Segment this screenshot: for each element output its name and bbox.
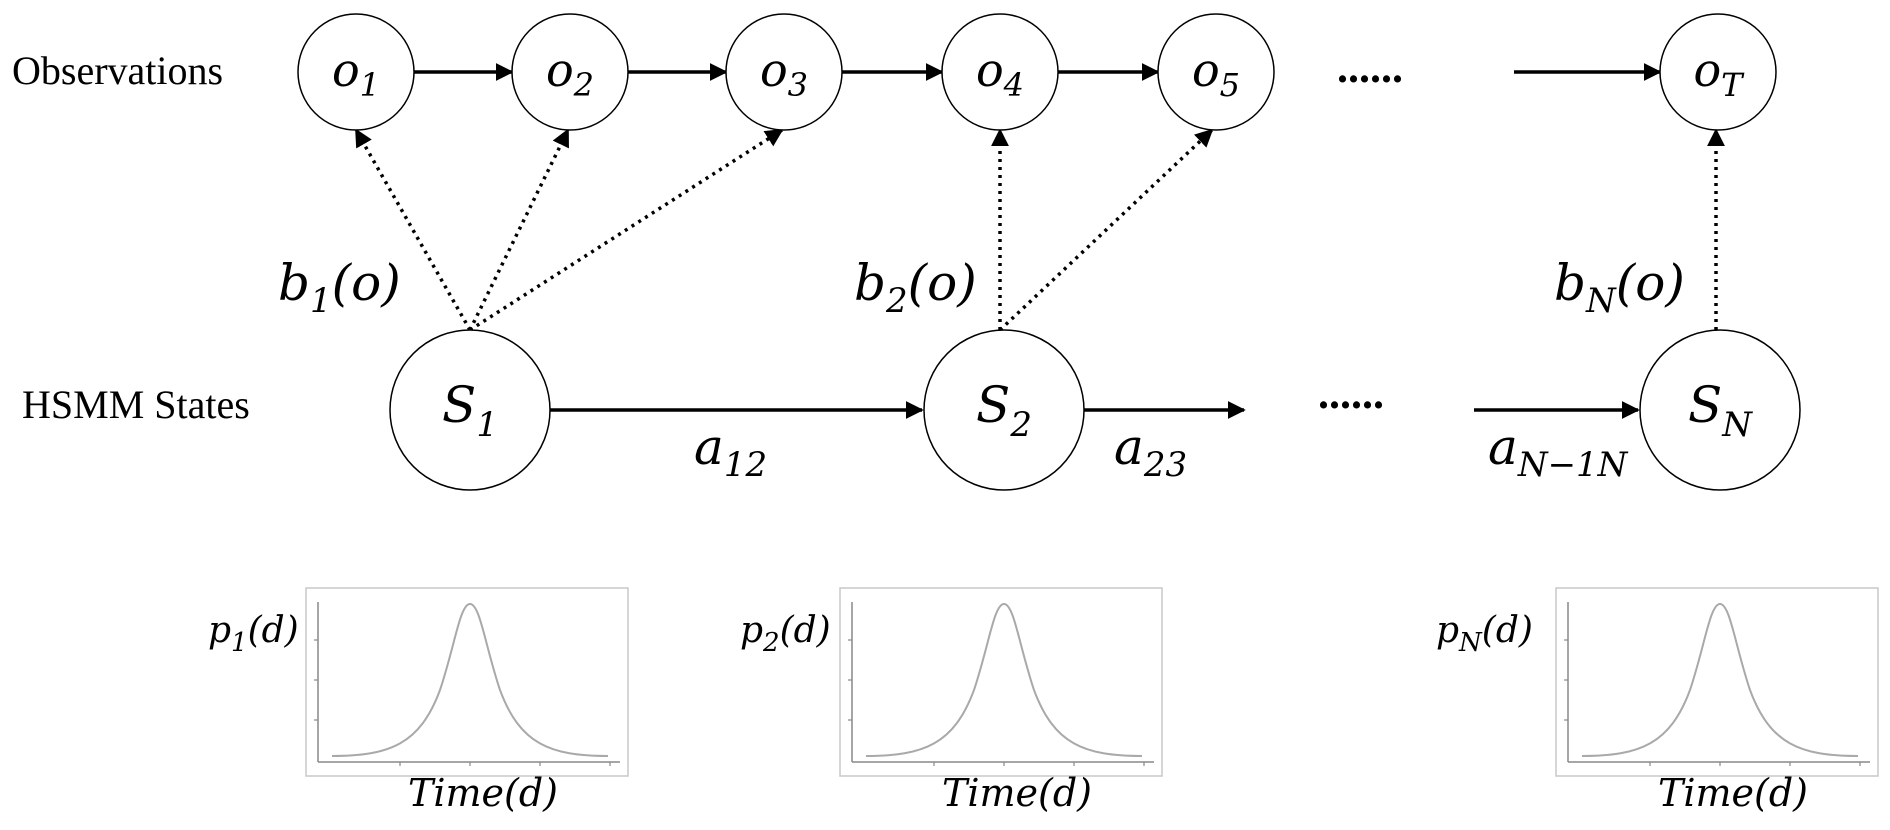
observation-node-5: o5 <box>1157 13 1275 131</box>
duration-xlabel-N: Time(d) <box>1658 771 1808 815</box>
observation-node-1: o1 <box>297 13 415 131</box>
svg-text:o2: o2 <box>546 43 594 104</box>
state-node-N: SN <box>1639 329 1801 491</box>
svg-text:oT: oT <box>1693 43 1745 104</box>
duration-plot-2 <box>839 587 1163 777</box>
observation-node-4: o4 <box>941 13 1059 131</box>
emission-label-2: b2(o) <box>854 254 977 321</box>
transition-label-23: a23 <box>1114 418 1187 485</box>
duration-plot-N <box>1555 587 1879 777</box>
svg-text:o5: o5 <box>1192 43 1240 104</box>
emission-label-N: bN(o) <box>1554 254 1685 321</box>
svg-text:o3: o3 <box>760 43 808 104</box>
state-node-2: S2 <box>923 329 1085 491</box>
observation-node-T: oT <box>1659 13 1777 131</box>
svg-text:SN: SN <box>1688 376 1753 445</box>
observations-row-label: Observations <box>12 48 223 93</box>
observation-node-3: o3 <box>725 13 843 131</box>
emission-label-1: b1(o) <box>278 254 401 321</box>
svg-text:o1: o1 <box>332 43 380 104</box>
state-node-1: S1 <box>389 329 551 491</box>
duration-plot-1 <box>305 587 629 777</box>
observation-node-2: o2 <box>511 13 629 131</box>
svg-text:S1: S1 <box>442 376 498 445</box>
svg-text:S2: S2 <box>976 376 1032 445</box>
states-row-label: HSMM States <box>22 382 250 427</box>
svg-text:o4: o4 <box>976 43 1024 104</box>
observations-ellipsis: ...... <box>1337 43 1403 92</box>
duration-xlabel-1: Time(d) <box>408 771 558 815</box>
duration-label-2: p2(d) <box>740 610 831 658</box>
emission-arrows <box>354 128 1725 332</box>
transition-label-12: a12 <box>694 418 767 485</box>
states-ellipsis: ...... <box>1318 369 1384 418</box>
duration-xlabel-2: Time(d) <box>942 771 1092 815</box>
duration-label-N: pN(d) <box>1436 610 1533 658</box>
transition-label-N: aN−1N <box>1488 418 1629 485</box>
duration-label-1: p1(d) <box>208 610 299 658</box>
